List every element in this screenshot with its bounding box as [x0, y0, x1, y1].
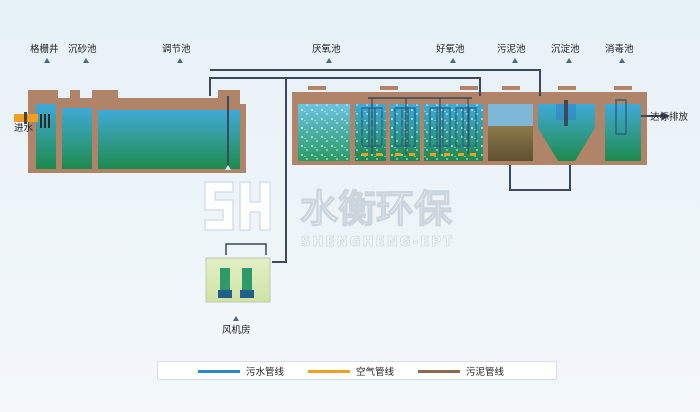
- label-grit-chamber: 沉砂池: [68, 43, 97, 55]
- label-grille-well: 格栅井: [30, 43, 59, 55]
- label-sludge-tank: 污泥池: [497, 43, 526, 55]
- outlet-pipe: [641, 112, 670, 120]
- label-anoxic-tank: 厌氧池: [312, 43, 341, 55]
- legend-svg: 污水管线 空气管线 污泥管线: [198, 366, 505, 378]
- brand-cn-text: 水衡环保: [300, 187, 453, 231]
- inlet-pipe: [14, 112, 38, 124]
- legend-label-sewage: 污水管线: [246, 366, 285, 378]
- pipelines: [209, 69, 571, 263]
- biological-tank-group: [292, 86, 647, 165]
- settling-water: [538, 104, 595, 161]
- label-arrows: [44, 58, 625, 321]
- legend-swatch-sludge: [418, 370, 460, 373]
- label-aerobic-tank: 好氧池: [436, 43, 465, 55]
- blower-room: [205, 257, 271, 303]
- label-outlet: 达标排放: [650, 111, 689, 123]
- sludge-layer: [488, 126, 533, 161]
- grille-well-water: [36, 104, 56, 169]
- brand-en-text: SHENGHENG-EPT: [301, 235, 454, 250]
- legend: 污水管线 空气管线 污泥管线: [157, 361, 557, 380]
- label-blower-room: 风机房: [222, 324, 251, 336]
- label-disinfection-tank: 消毒池: [605, 43, 634, 55]
- front-tank-group: [28, 90, 246, 173]
- label-inlet: 进水: [14, 122, 34, 134]
- grille-screen: [40, 114, 50, 128]
- aeration-diffusers: [362, 153, 476, 156]
- disinfection-water: [605, 104, 641, 161]
- stage-labels: 格栅井 沉砂池 调节池 厌氧池 好氧池 污泥池 沉淀池 消毒池 进水 达标排放 …: [14, 43, 689, 336]
- grit-chamber-water: [62, 108, 92, 169]
- legend-swatch-air: [308, 370, 350, 373]
- legend-label-sludge: 污泥管线: [466, 366, 505, 378]
- equalization-water: [98, 110, 240, 169]
- brand-logo-mark: [204, 181, 271, 231]
- label-settling-tank: 沉淀池: [551, 43, 580, 55]
- legend-label-air: 空气管线: [356, 366, 395, 378]
- legend-swatch-sewage: [198, 370, 240, 373]
- label-equalization-tank: 调节池: [162, 43, 191, 55]
- brand-watermark: 水衡环保 SHENGHENG-EPT: [204, 181, 454, 250]
